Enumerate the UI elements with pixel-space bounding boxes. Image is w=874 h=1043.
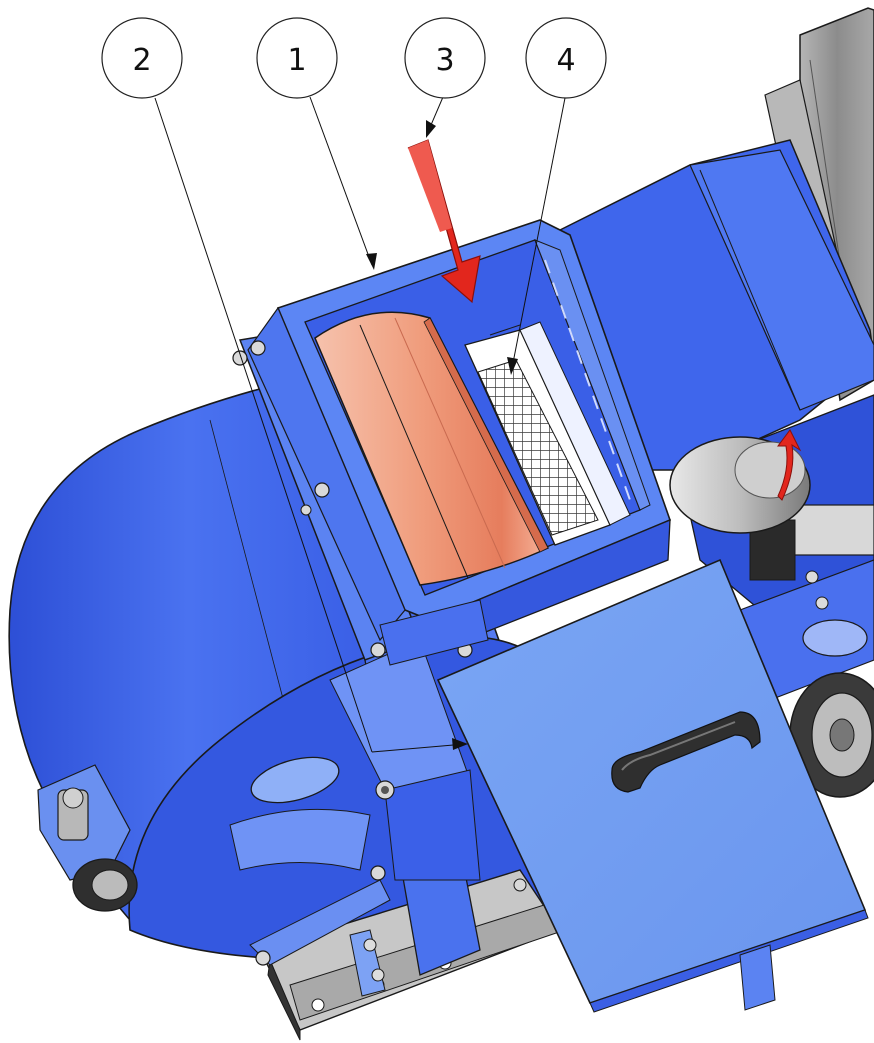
feed-direction-arrow xyxy=(407,139,481,304)
callout-4: 4 xyxy=(525,17,607,99)
callout-circle-4 xyxy=(525,17,607,99)
arrowhead-1 xyxy=(366,253,377,270)
castor-wheel-right xyxy=(789,672,874,798)
castor-wheel-left xyxy=(37,764,138,912)
leader-line-2 xyxy=(154,97,373,753)
callout-label-3: 3 xyxy=(435,43,454,78)
callout-circle-3 xyxy=(404,17,486,99)
callout-balloons: 2 1 3 4 xyxy=(101,17,607,99)
leader-lines xyxy=(154,96,566,753)
outlet-duct xyxy=(559,139,874,471)
arrowhead-2 xyxy=(452,738,468,750)
rotor-drum xyxy=(314,311,550,586)
leader-line-2b xyxy=(371,743,466,753)
pulley-wheel xyxy=(669,429,811,534)
callout-2: 2 xyxy=(101,17,183,99)
arrowhead-4 xyxy=(507,357,518,375)
sieve-screen xyxy=(464,321,631,546)
access-lid xyxy=(436,558,869,1013)
callout-3: 3 xyxy=(404,17,486,99)
callout-1: 1 xyxy=(256,17,338,99)
callout-label-2: 2 xyxy=(132,43,151,78)
callout-label-4: 4 xyxy=(556,43,575,78)
leader-line-4 xyxy=(511,97,566,369)
callout-label-1: 1 xyxy=(287,43,306,78)
callout-circle-2 xyxy=(101,17,183,99)
leader-arrowheads xyxy=(366,120,518,750)
hopper-bolts xyxy=(232,340,527,966)
arrowhead-3 xyxy=(426,120,436,138)
callout-circle-1 xyxy=(256,17,338,99)
leader-line-1 xyxy=(309,96,373,266)
lid-handle xyxy=(611,711,761,793)
